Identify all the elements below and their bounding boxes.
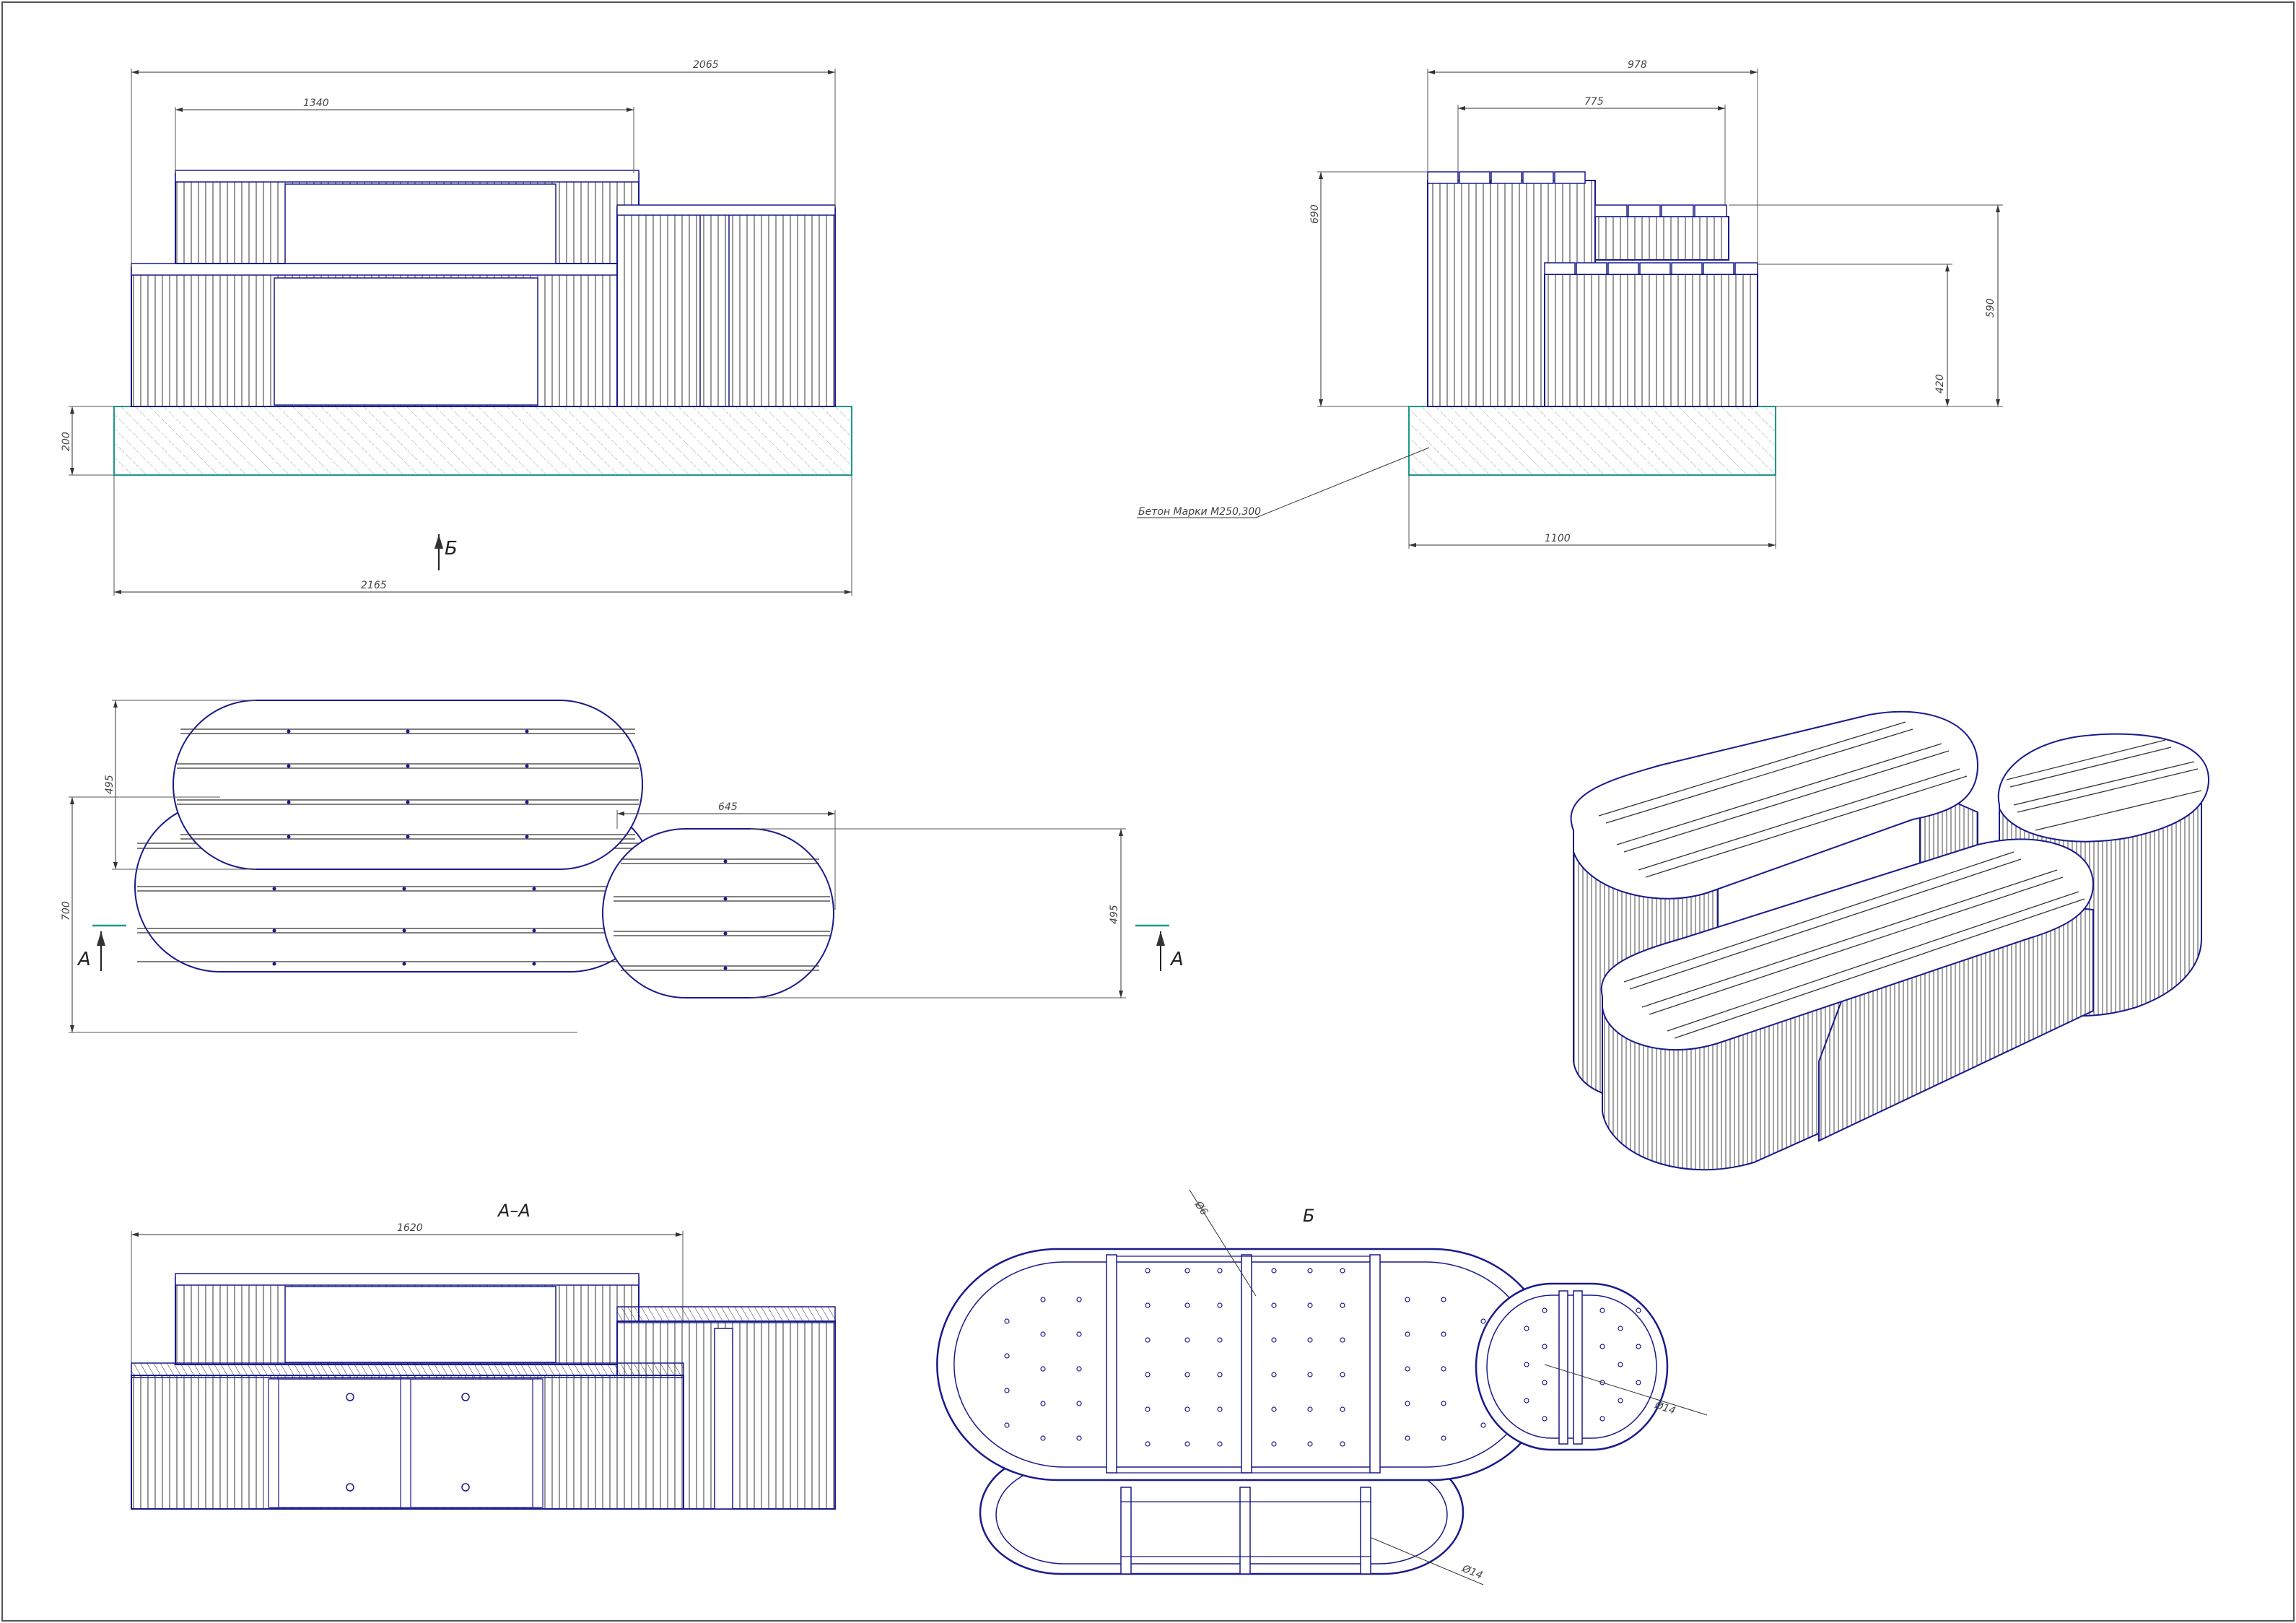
dim-978: 978 (1628, 59, 1647, 71)
front-view: 2065 1340 200 2165 Б (61, 59, 852, 596)
plan-right-bench (602, 828, 834, 998)
callout-diam-6: Ø6 (1192, 1198, 1210, 1217)
section-view: А–А 1620 (131, 1201, 836, 1510)
callout-diam-14-right: Ø14 (1653, 1399, 1677, 1417)
plan-view: 495 700 645 495 А А (61, 700, 1184, 1033)
side-view: 978 775 690 590 420 1100 Бетон Марки М25… (1137, 59, 2003, 549)
side-concrete-base (1408, 406, 1776, 476)
bottom-view-title: Б (1303, 1206, 1314, 1226)
dim-495-left: 495 (104, 775, 115, 794)
dim-200: 200 (61, 432, 72, 451)
side-right-block (1544, 274, 1758, 407)
front-right-block (616, 207, 836, 407)
concrete-note: Бетон Марки М250,300 (1138, 506, 1261, 518)
dim-700: 700 (61, 901, 72, 921)
concrete-base (113, 406, 852, 476)
dim-420: 420 (1934, 374, 1946, 393)
plan-upper-bench (173, 700, 643, 870)
dim-2065: 2065 (693, 59, 719, 71)
section-marker-right: А (1169, 949, 1184, 970)
dim-590: 590 (1985, 298, 1996, 318)
view-marker-b: Б (445, 538, 458, 560)
dim-775: 775 (1584, 96, 1604, 108)
bottom-view: Б (936, 1189, 1708, 1585)
dim-1100: 1100 (1545, 533, 1571, 544)
dim-1340: 1340 (303, 97, 329, 109)
dim-690: 690 (1309, 204, 1321, 224)
dim-1620: 1620 (397, 1222, 423, 1234)
dim-495-right: 495 (1109, 905, 1120, 924)
dim-645: 645 (718, 801, 738, 813)
dim-2165: 2165 (361, 580, 387, 591)
section-marker-left: А (77, 949, 91, 970)
plan-screws (272, 729, 728, 970)
isometric-view (1570, 710, 2210, 1171)
bottom-right-bench (1475, 1282, 1669, 1451)
callout-diam-14-bottom: Ø14 (1460, 1562, 1485, 1581)
section-title: А–А (497, 1201, 531, 1221)
bottom-holes (1004, 1268, 1486, 1447)
